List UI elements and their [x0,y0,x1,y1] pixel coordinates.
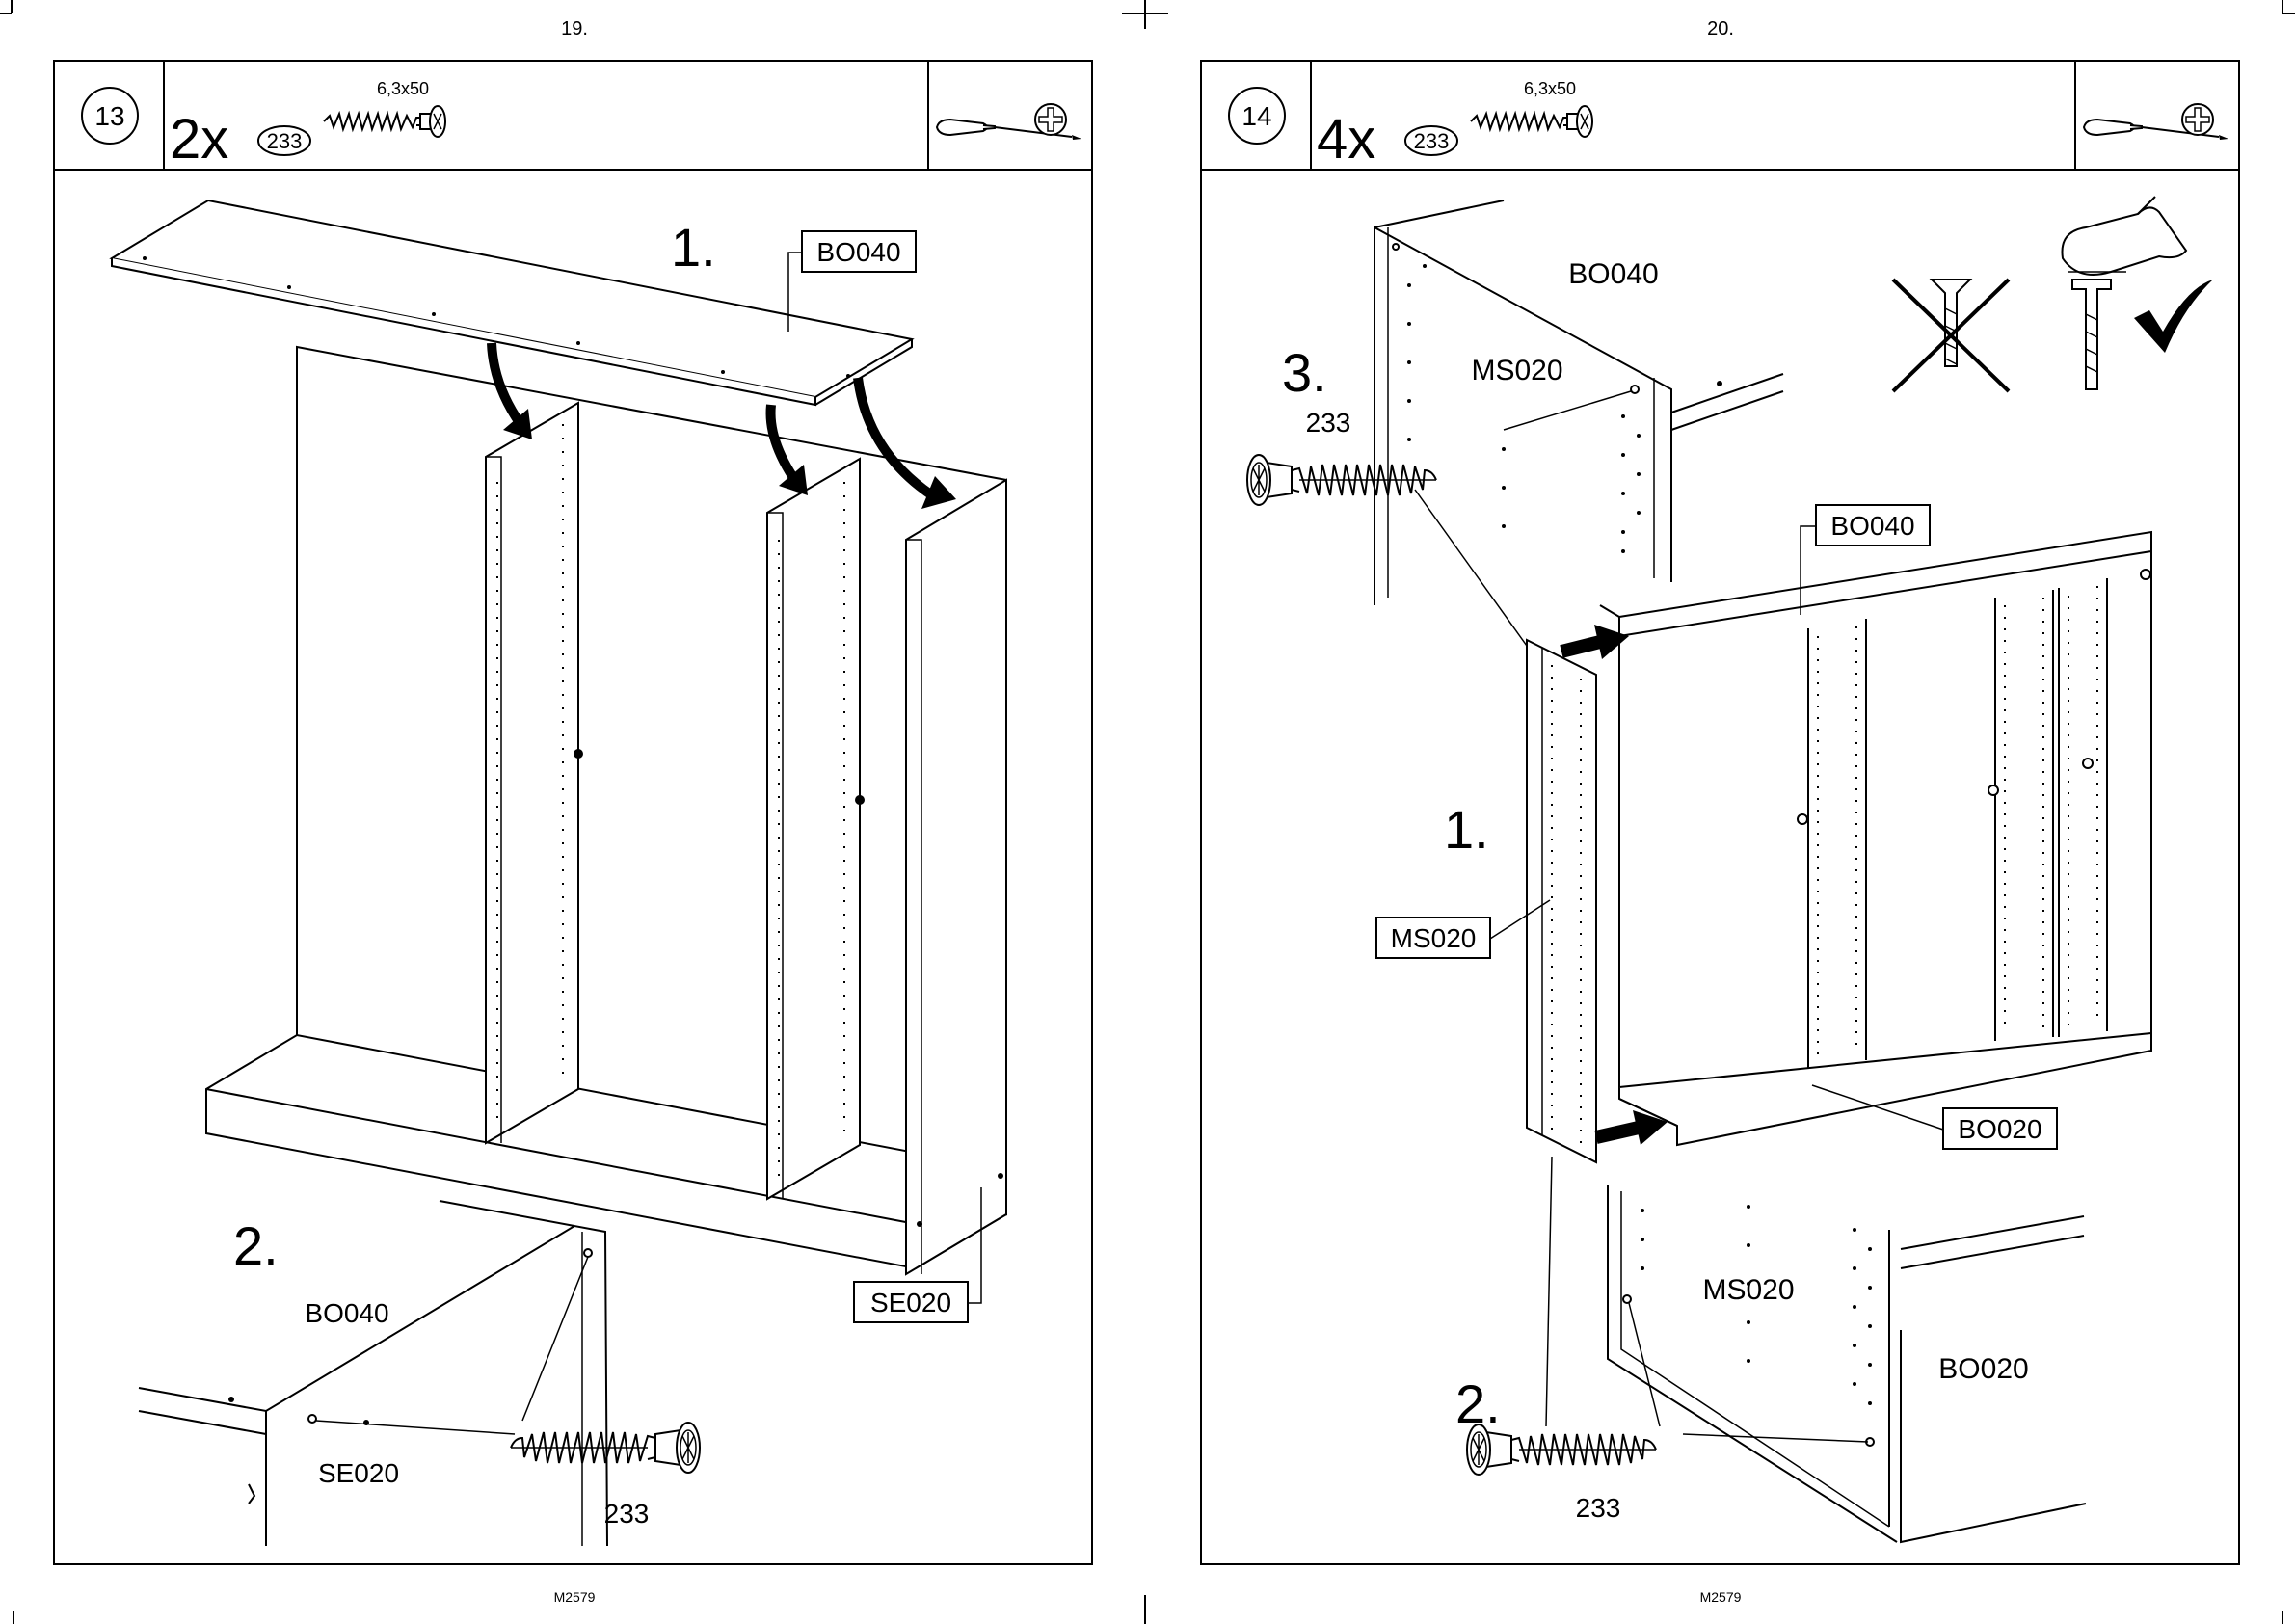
detail-side-label: SE020 [318,1458,399,1488]
detail3-mid-label: MS020 [1471,355,1562,386]
detail3-screw-label: 233 [1306,408,1351,438]
detail2-bottom-label: BO020 [1938,1353,2028,1385]
screw-size: 6,3x50 [377,79,429,98]
quantity: 2x [170,108,228,171]
middle-panel-illustration [1527,640,1596,1162]
detail2-screw-label: 233 [1576,1493,1621,1523]
page-number: 20. [1707,18,1734,40]
cabinet-illustration [206,347,1006,1274]
sub-step-2: 2. [1455,1373,1501,1434]
step-number: 14 [1241,101,1271,131]
sub-step-1: 1. [671,217,716,278]
quantity: 4x [1317,108,1375,171]
top-panel-label: BO040 [1830,511,1914,541]
detail3-top-label: BO040 [1568,258,1658,290]
sub-step-1: 1. [1444,799,1489,860]
page-19: 19. M2579 13 2x 233 6,3x50 [54,18,1092,1605]
footer-code: M2579 [1700,1589,1742,1605]
bottom-panel-label: BO020 [1958,1114,2041,1144]
middle-panel-label: MS020 [1391,923,1477,953]
side-panel-label: SE020 [870,1288,951,1318]
page-number: 19. [561,18,588,40]
detail-screw-label: 233 [604,1499,650,1529]
sub-step-3: 3. [1282,342,1327,403]
sub-step-2: 2. [233,1215,279,1276]
footer-code: M2579 [554,1589,596,1605]
step-number: 13 [94,101,124,131]
page-20: 20. M2579 14 4x 233 6,3x50 [1201,18,2239,1605]
part-id: 233 [1414,129,1450,153]
part-id: 233 [267,129,303,153]
top-panel-label: BO040 [816,237,900,267]
detail2-mid-label: MS020 [1702,1274,1794,1306]
screw-size: 6,3x50 [1524,79,1576,98]
detail-top-label: BO040 [305,1298,388,1328]
